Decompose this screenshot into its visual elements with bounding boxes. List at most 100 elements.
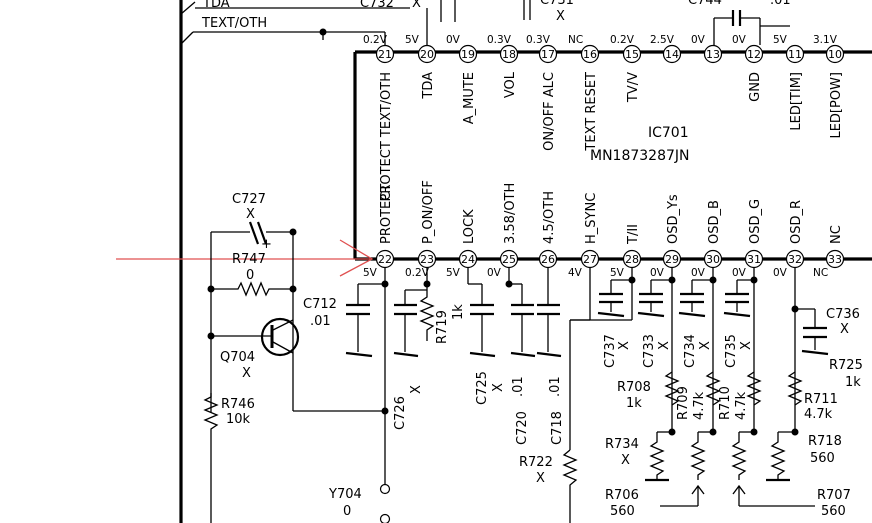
r711-resistor (787, 371, 803, 406)
c736-value: X (840, 322, 849, 337)
c736-ref: C736 (826, 307, 860, 322)
ground-symbol (345, 351, 373, 358)
c727-plus: + (261, 237, 272, 252)
pin-19-circle (458, 44, 478, 64)
y704-ref: Y704 (328, 487, 362, 502)
text-oth-signal-label: TEXT/OTH (201, 16, 267, 31)
r708-value: 1k (626, 396, 642, 411)
pin-28-label: T/II (626, 224, 641, 245)
junction-dot (207, 285, 215, 293)
pin-29-circle (662, 249, 682, 269)
r707-ref: R707 (817, 488, 851, 503)
r719-resistor (419, 290, 435, 341)
c744-label: C744 (688, 0, 722, 8)
ground-symbol (510, 351, 536, 358)
pin-15-voltage: 0.2V (610, 34, 635, 46)
r710-value: 4.7k (734, 391, 749, 420)
c720-ref: C720 (515, 411, 530, 445)
pin-21-label: PROTECT TEXT/OTH (379, 72, 394, 202)
pin-33-circle (825, 249, 845, 269)
c734-ref: C734 (683, 334, 698, 368)
pin-30-circle (703, 249, 723, 269)
pin-26-circle (538, 249, 558, 269)
pin-24-voltage: 5V (446, 267, 461, 279)
pin-29-number: 29 (665, 253, 679, 266)
pin-27-label: H_SYNC (584, 193, 599, 244)
pin-24-label: LOCK (462, 209, 477, 244)
r706-value: 560 (610, 504, 635, 519)
pin-16-label: TEXT RESET (584, 72, 599, 152)
tda-signal-label: TDA (202, 0, 230, 11)
pin-27-number: 27 (583, 253, 597, 266)
pin-31-label: OSD_G (748, 199, 763, 244)
c727-plate-b (256, 221, 268, 245)
pin-21-circle (375, 44, 395, 64)
arrow-up-icon (732, 484, 746, 495)
q704-value: X (242, 366, 251, 381)
ground-symbol (469, 351, 496, 358)
q704-emitter (272, 341, 294, 354)
pin-28-circle (622, 249, 642, 269)
r722-ref: R722 (519, 455, 553, 470)
pin-11-circle (785, 44, 805, 64)
pin-15-circle (622, 44, 642, 64)
pin-33-voltage: NC (813, 267, 828, 279)
r707-resistor (731, 432, 747, 480)
c733-ref: C733 (642, 334, 657, 368)
pin-25-label: 3.58/OTH (503, 183, 518, 244)
r710-ref: R710 (718, 386, 733, 420)
c727-value: X (246, 207, 255, 222)
bottom-pin-row: 225VPROTECT230.2VP_ON/OFF245VLOCK250V3.5… (363, 180, 845, 279)
r706-ref: R706 (605, 488, 639, 503)
pin-23-circle (417, 249, 437, 269)
r711-ref: R711 (804, 392, 838, 407)
pin-17-voltage: 0.3V (526, 34, 551, 46)
pin-10-circle (825, 44, 845, 64)
c727-ref: C727 (232, 192, 266, 207)
ground-symbol (597, 311, 625, 318)
r725-ref: R725 (829, 358, 863, 373)
pin-18-voltage: 0.3V (487, 34, 512, 46)
c731-value: X (556, 9, 565, 24)
pin-18-label: VOL (503, 71, 518, 98)
ic-ref: IC701 (648, 125, 689, 141)
pin-27-circle (580, 249, 600, 269)
c720-value: .01 (511, 376, 526, 397)
ground-symbol (678, 311, 706, 318)
pin-12-label: GND (748, 72, 763, 102)
pin-25-number: 25 (502, 253, 516, 266)
q704-transistor-icon (260, 317, 300, 357)
pin-12-circle (744, 44, 764, 64)
r746-resistor (203, 393, 219, 523)
r747-resistor (211, 281, 293, 297)
pin-29-label: OSD_Ys (666, 194, 681, 244)
text-oth-wire (180, 31, 194, 45)
q704-ref: Q704 (220, 350, 255, 365)
pin-22-label: PROTECT (379, 184, 394, 244)
c732-label: C732 (360, 0, 394, 11)
pin-15-label: TV/V (626, 72, 641, 103)
r718-value: 560 (810, 451, 835, 466)
pin-16-circle (580, 44, 600, 64)
pin-10-number: 10 (828, 48, 842, 61)
junction-dot (289, 285, 297, 293)
r734-value: X (621, 453, 630, 468)
r718-resistor (770, 432, 786, 480)
pin-10-label: LED[POW] (829, 72, 844, 139)
pin-19-voltage: 0V (446, 34, 461, 46)
c718-ref: C718 (550, 411, 565, 445)
junction-dot (207, 332, 215, 340)
pin-13-circle (703, 44, 723, 64)
r709-value: 4.7k (692, 391, 707, 420)
pin-27-voltage: 4V (568, 267, 583, 279)
pin-30-number: 30 (706, 253, 720, 266)
pin-12-voltage: 0V (732, 34, 747, 46)
pin-22-number: 22 (378, 253, 392, 266)
pin-31-circle (744, 249, 764, 269)
pin-23-label: P_ON/OFF (421, 180, 436, 244)
pin-19-label: A_MUTE (462, 72, 477, 124)
pin-22-circle (375, 249, 395, 269)
pin-11-voltage: 5V (773, 34, 788, 46)
pin-11-label: LED[TIM] (789, 72, 804, 131)
c727-plate-a (248, 221, 260, 245)
